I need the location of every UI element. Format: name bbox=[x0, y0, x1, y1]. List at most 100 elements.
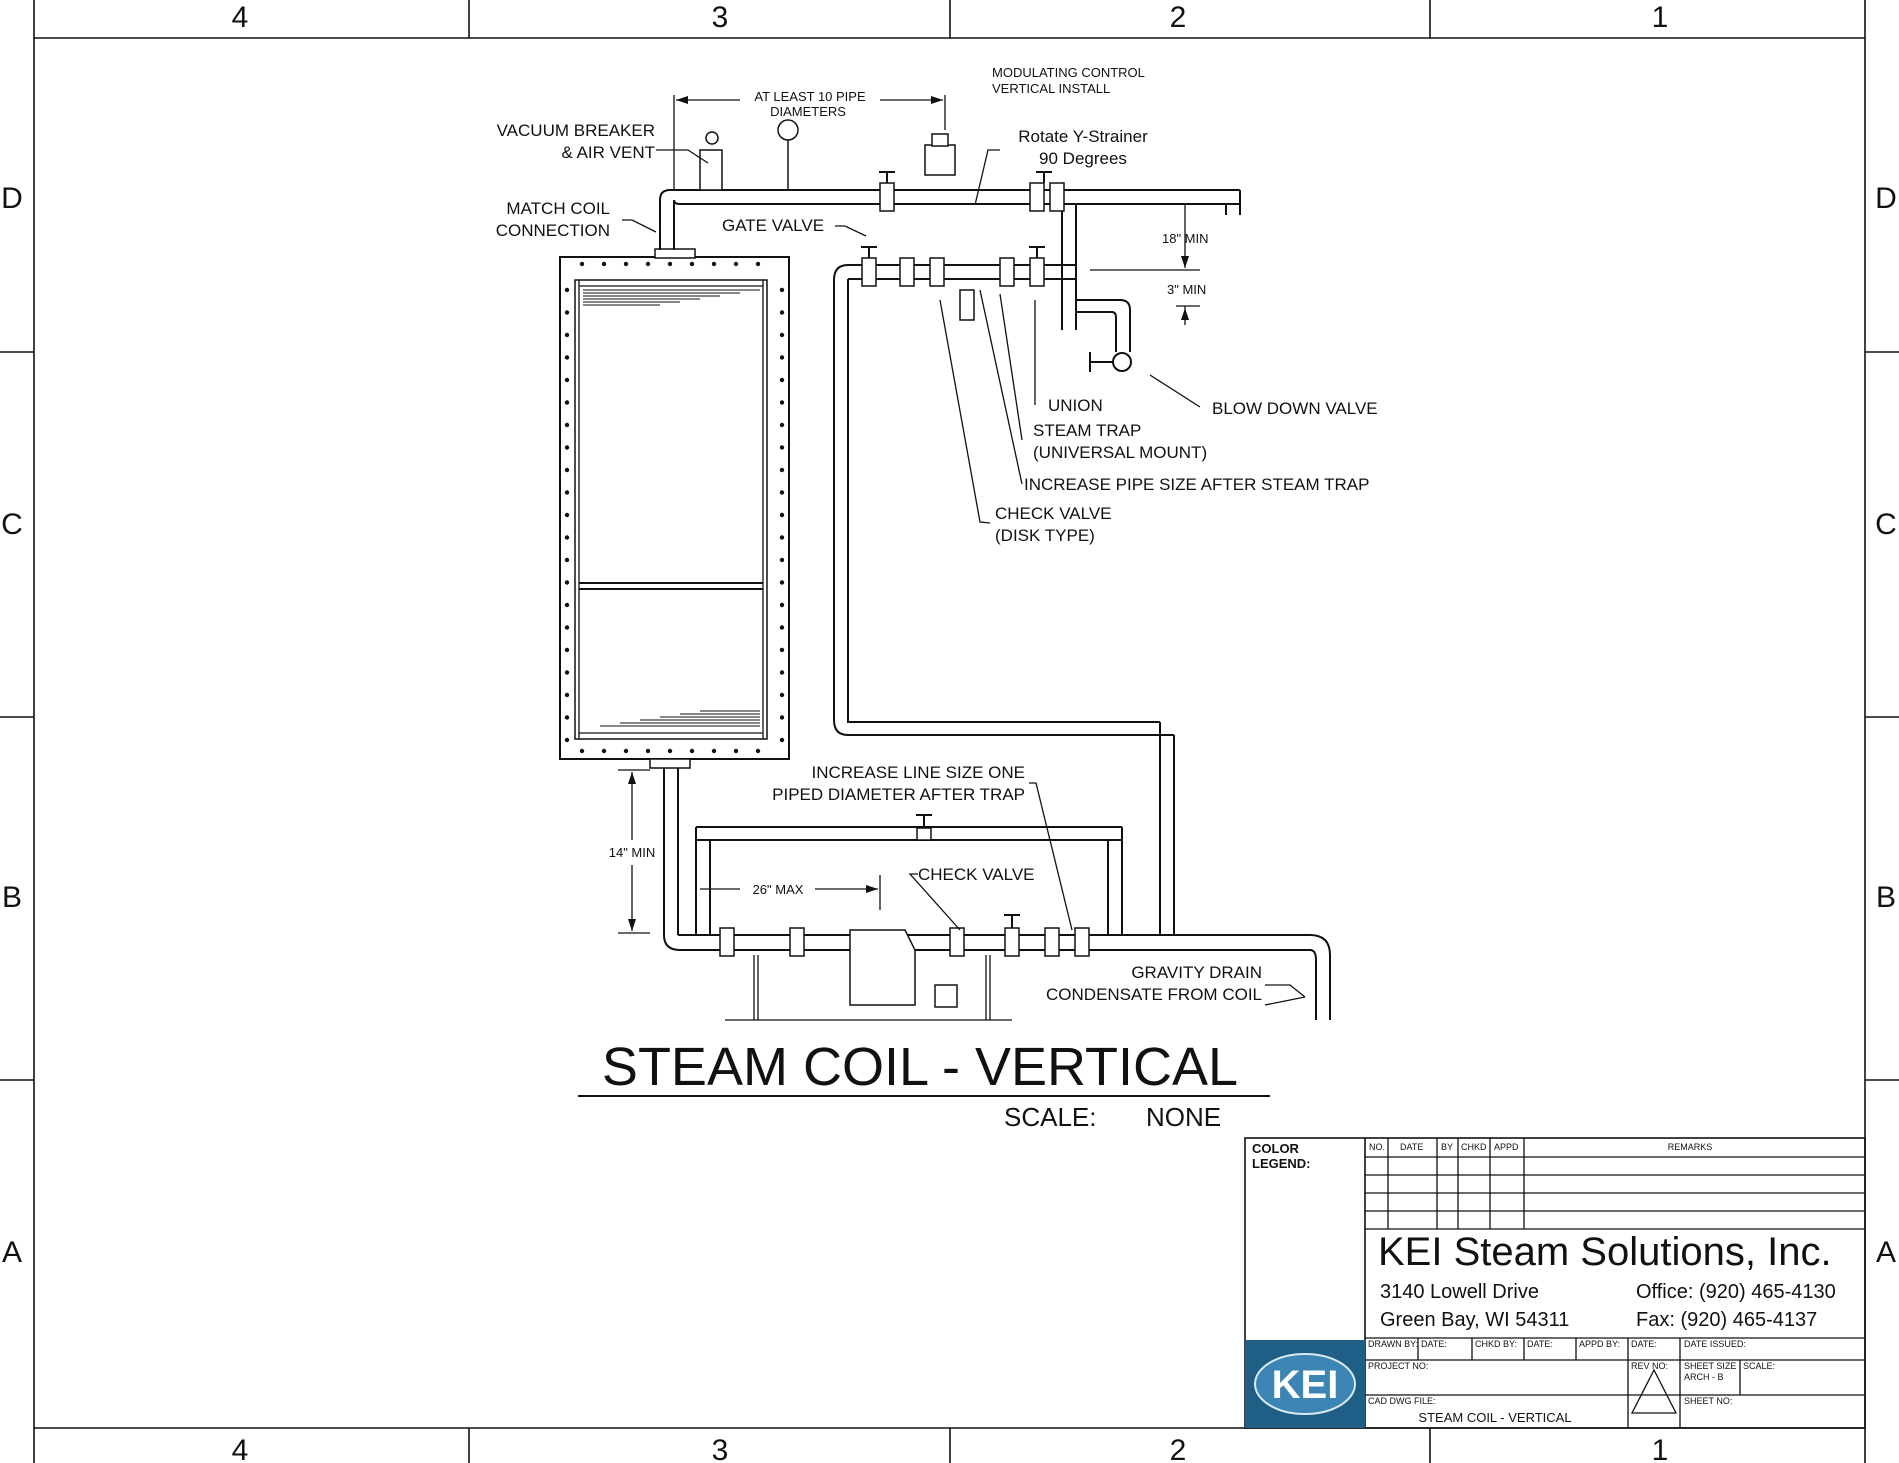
bolt bbox=[667, 261, 673, 267]
bolt bbox=[579, 748, 585, 754]
rev-header-date: DATE bbox=[1400, 1142, 1423, 1152]
leader-lines bbox=[622, 149, 1306, 1006]
label-match-coil-2: CONNECTION bbox=[496, 221, 610, 240]
bolt bbox=[564, 422, 570, 428]
coil-hatch-bottom bbox=[600, 710, 760, 727]
bolt bbox=[601, 748, 607, 754]
row-label-right-b: B bbox=[1876, 881, 1896, 914]
appd-by-label: APPD BY: bbox=[1579, 1339, 1620, 1349]
bolt bbox=[564, 580, 570, 585]
label-gate-valve: GATE VALVE bbox=[722, 216, 824, 235]
rev-header-no: NO. bbox=[1369, 1142, 1385, 1152]
col-label-bottom-2: 2 bbox=[1170, 1434, 1187, 1463]
bolt bbox=[564, 377, 570, 383]
bolt bbox=[779, 692, 785, 698]
bolt bbox=[564, 535, 570, 540]
date-1-label: DATE: bbox=[1421, 1339, 1447, 1349]
project-no-label: PROJECT NO: bbox=[1368, 1361, 1428, 1371]
col-label-bottom-4: 4 bbox=[232, 1434, 249, 1463]
fax-number: Fax: (920) 465-4137 bbox=[1636, 1309, 1817, 1331]
col-label-top-3: 3 bbox=[712, 1, 729, 34]
rev-header-by: BY bbox=[1441, 1142, 1453, 1152]
bolt bbox=[564, 400, 570, 405]
valve-handles bbox=[861, 171, 1052, 928]
bolt bbox=[733, 261, 739, 267]
date-2-label: DATE: bbox=[1527, 1339, 1553, 1349]
row-label-right-c: C bbox=[1875, 508, 1897, 541]
coil-hatch-top bbox=[583, 289, 760, 306]
rev-no-label: REV NO: bbox=[1631, 1361, 1668, 1371]
bolt bbox=[779, 670, 785, 675]
blow-down-valve bbox=[1089, 352, 1132, 372]
bolt bbox=[623, 261, 629, 267]
bolt bbox=[779, 715, 785, 720]
office-phone: Office: (920) 465-4130 bbox=[1636, 1281, 1836, 1303]
label-gravity-drain-2: CONDENSATE FROM COIL bbox=[1046, 985, 1262, 1004]
bolt bbox=[755, 261, 761, 267]
vacuum-breaker-icon bbox=[699, 149, 723, 191]
label-blow-down-valve: BLOW DOWN VALVE bbox=[1212, 399, 1378, 418]
label-steam-trap-1: STEAM TRAP bbox=[1033, 421, 1141, 440]
annotations: AT LEAST 10 PIPE DIAMETERS MODULATING CO… bbox=[496, 65, 1378, 1004]
label-pipe-diameters-1: AT LEAST 10 PIPE bbox=[754, 89, 866, 104]
drawn-by-label: DRAWN BY: bbox=[1368, 1339, 1418, 1349]
bolt bbox=[779, 647, 785, 653]
color-legend-2: LEGEND: bbox=[1252, 1156, 1311, 1171]
scale-field-label: SCALE: bbox=[1743, 1361, 1775, 1371]
bolt bbox=[564, 467, 570, 473]
revision-triangle-icon bbox=[1630, 1368, 1678, 1414]
bolt bbox=[564, 490, 570, 495]
bolt bbox=[564, 332, 570, 338]
logo-text: KEI bbox=[1272, 1363, 1339, 1407]
bolt bbox=[711, 261, 717, 267]
row-label-left-c: C bbox=[1, 508, 23, 541]
bolt bbox=[564, 715, 570, 720]
bolt bbox=[779, 400, 785, 405]
row-label-left-d: D bbox=[1, 182, 23, 215]
bolt bbox=[564, 625, 570, 630]
bolt bbox=[779, 580, 785, 585]
bolt bbox=[733, 748, 739, 754]
bolt bbox=[779, 310, 785, 315]
bolt bbox=[667, 748, 673, 754]
bolt bbox=[564, 602, 570, 608]
pressure-gauge-icon bbox=[777, 119, 799, 141]
row-label-right-d: D bbox=[1875, 182, 1897, 215]
date-issued-label: DATE ISSUED: bbox=[1684, 1339, 1746, 1349]
bolt bbox=[564, 355, 570, 360]
label-vacuum-breaker-1: VACUUM BREAKER bbox=[497, 121, 655, 140]
bolt bbox=[564, 737, 570, 743]
label-check-valve-disk-1: CHECK VALVE bbox=[995, 504, 1112, 523]
label-3-min: 3" MIN bbox=[1167, 282, 1206, 297]
bolt bbox=[779, 445, 785, 450]
label-modulating-1: MODULATING CONTROL bbox=[992, 65, 1145, 80]
col-label-top-1: 1 bbox=[1652, 1, 1669, 34]
col-label-top-2: 2 bbox=[1170, 1, 1187, 34]
steam-coil bbox=[559, 248, 790, 769]
label-rotate-strainer-1: Rotate Y-Strainer bbox=[1018, 127, 1148, 146]
bolt bbox=[689, 748, 695, 754]
bolt bbox=[564, 647, 570, 653]
return-piping bbox=[663, 768, 1331, 1021]
bolt bbox=[564, 692, 570, 698]
bolt bbox=[645, 748, 651, 754]
chkd-by-label: CHKD BY: bbox=[1475, 1339, 1517, 1349]
color-legend-1: COLOR bbox=[1252, 1141, 1300, 1156]
bolt bbox=[564, 670, 570, 675]
address-line-2: Green Bay, WI 54311 bbox=[1380, 1309, 1569, 1331]
col-label-bottom-3: 3 bbox=[712, 1434, 729, 1463]
control-valve-icon bbox=[924, 144, 956, 176]
sheet-size-value: ARCH - B bbox=[1684, 1372, 1724, 1382]
rev-header-chkd: CHKD bbox=[1461, 1142, 1487, 1152]
label-vacuum-breaker-2: & AIR VENT bbox=[561, 143, 655, 162]
scale-value: NONE bbox=[1146, 1102, 1221, 1132]
company-name: KEI Steam Solutions, Inc. bbox=[1378, 1230, 1832, 1274]
bolt bbox=[779, 490, 785, 495]
label-check-valve-disk-2: (DISK TYPE) bbox=[995, 526, 1095, 545]
bolt bbox=[601, 261, 607, 267]
bolt bbox=[779, 332, 785, 338]
coil-bolts bbox=[564, 261, 785, 754]
row-label-left-a: A bbox=[2, 1236, 22, 1269]
bolt bbox=[779, 422, 785, 428]
